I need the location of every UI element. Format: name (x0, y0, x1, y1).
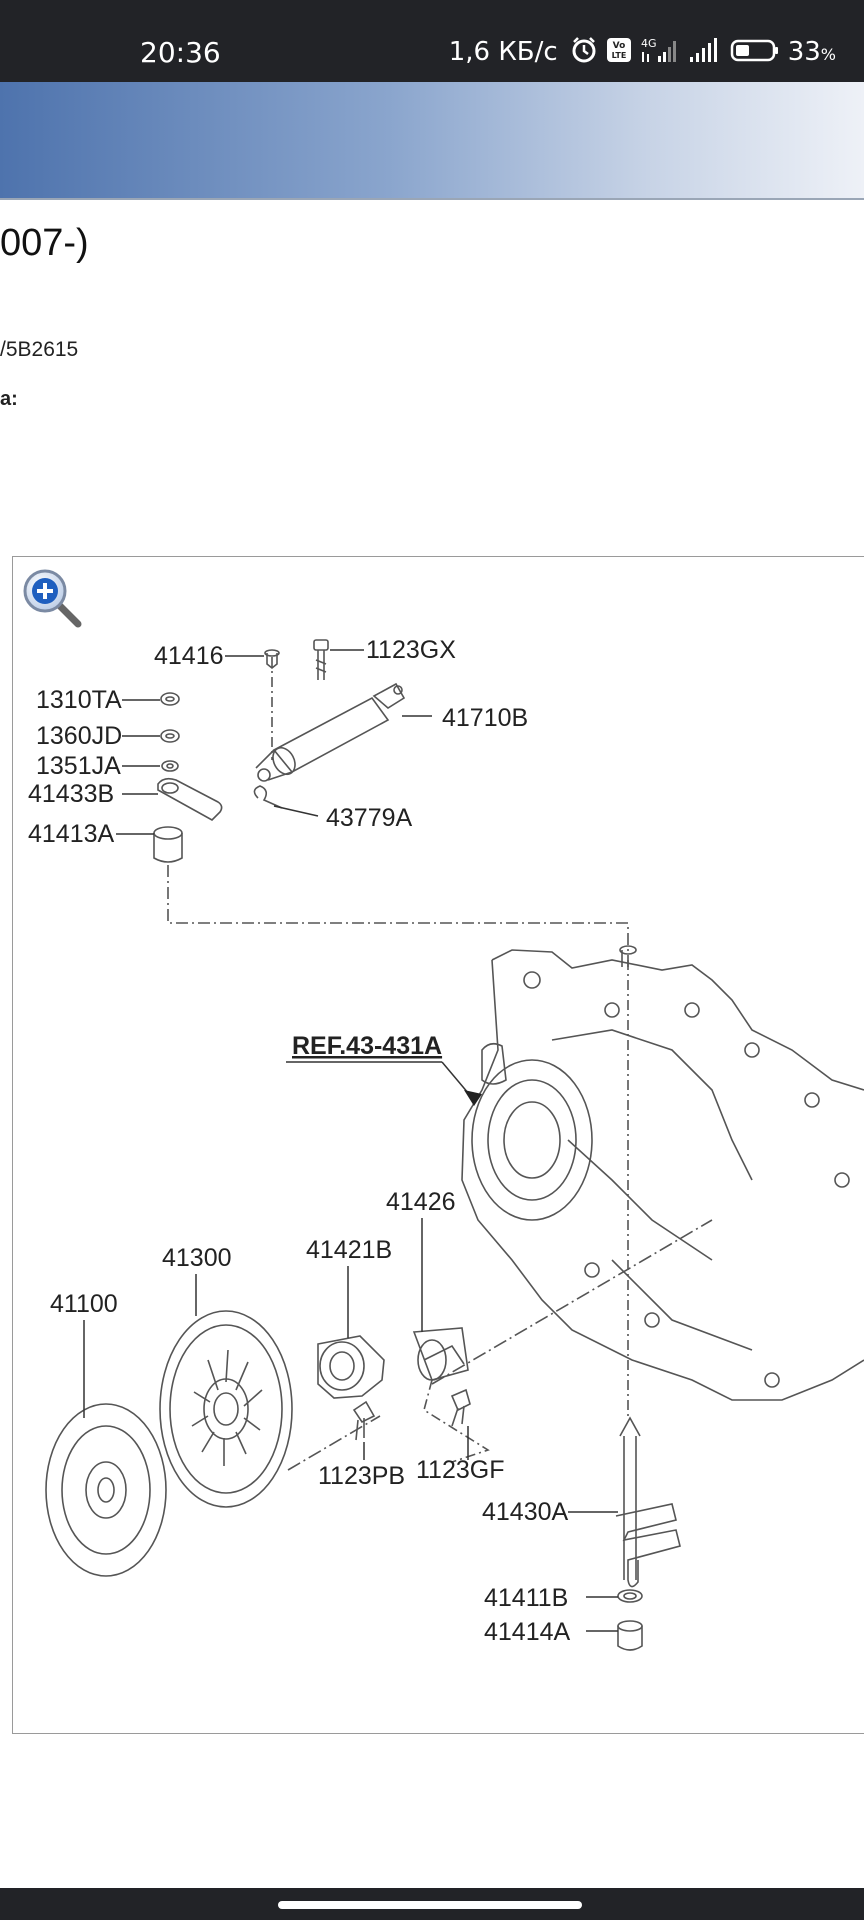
part-label-1123GF: 1123GF (416, 1456, 504, 1484)
part-label-41100: 41100 (50, 1290, 118, 1318)
part-label-41411B: 41411B (484, 1584, 568, 1612)
signal-4g-icon: 4G (640, 36, 680, 68)
part-label-41414A: 41414A (484, 1618, 571, 1646)
part-label-1123GX: 1123GX (366, 636, 456, 664)
header-banner (0, 82, 864, 200)
part-code: /5B2615 (0, 338, 79, 361)
part-label-1360JD: 1360JD (36, 722, 122, 750)
part-label-1351JA: 1351JA (36, 752, 121, 780)
zoom-in-icon[interactable] (20, 566, 84, 630)
part-label-41300: 41300 (162, 1244, 232, 1272)
part-label-41426: 41426 (386, 1188, 456, 1216)
network-speed: 1,6 КБ/с (448, 37, 558, 67)
part-label-41413A: 41413A (28, 820, 115, 848)
diagram-frame (12, 556, 864, 1734)
part-label-41416: 41416 (154, 642, 224, 670)
ref-label: REF.43-431A (292, 1032, 442, 1060)
part-label-41433B: 41433B (28, 780, 114, 808)
part-label-1123PB: 1123PB (318, 1462, 405, 1490)
part-label-41710B: 41710B (442, 704, 528, 732)
part-label-43779A: 43779A (326, 804, 413, 832)
battery-percent: 33% (787, 37, 836, 67)
signal-icon (688, 36, 722, 68)
field-label: a: (0, 388, 18, 410)
alarm-icon (570, 36, 598, 68)
svg-text:LTE: LTE (611, 51, 626, 60)
home-gesture-handle[interactable] (278, 1901, 582, 1909)
svg-text:4G: 4G (641, 37, 657, 50)
part-label-1310TA: 1310TA (36, 686, 122, 714)
status-time: 20:36 (140, 36, 221, 69)
page-title: 007-) (0, 222, 89, 264)
part-label-41421B: 41421B (306, 1236, 392, 1264)
battery-icon (730, 36, 780, 68)
svg-text:Vo: Vo (612, 41, 625, 51)
part-label-41430A: 41430A (482, 1498, 569, 1526)
exploded-parts-diagram: 41416 1123GX 1310TA 1360JD 1351JA 41433B… (28, 636, 864, 1651)
